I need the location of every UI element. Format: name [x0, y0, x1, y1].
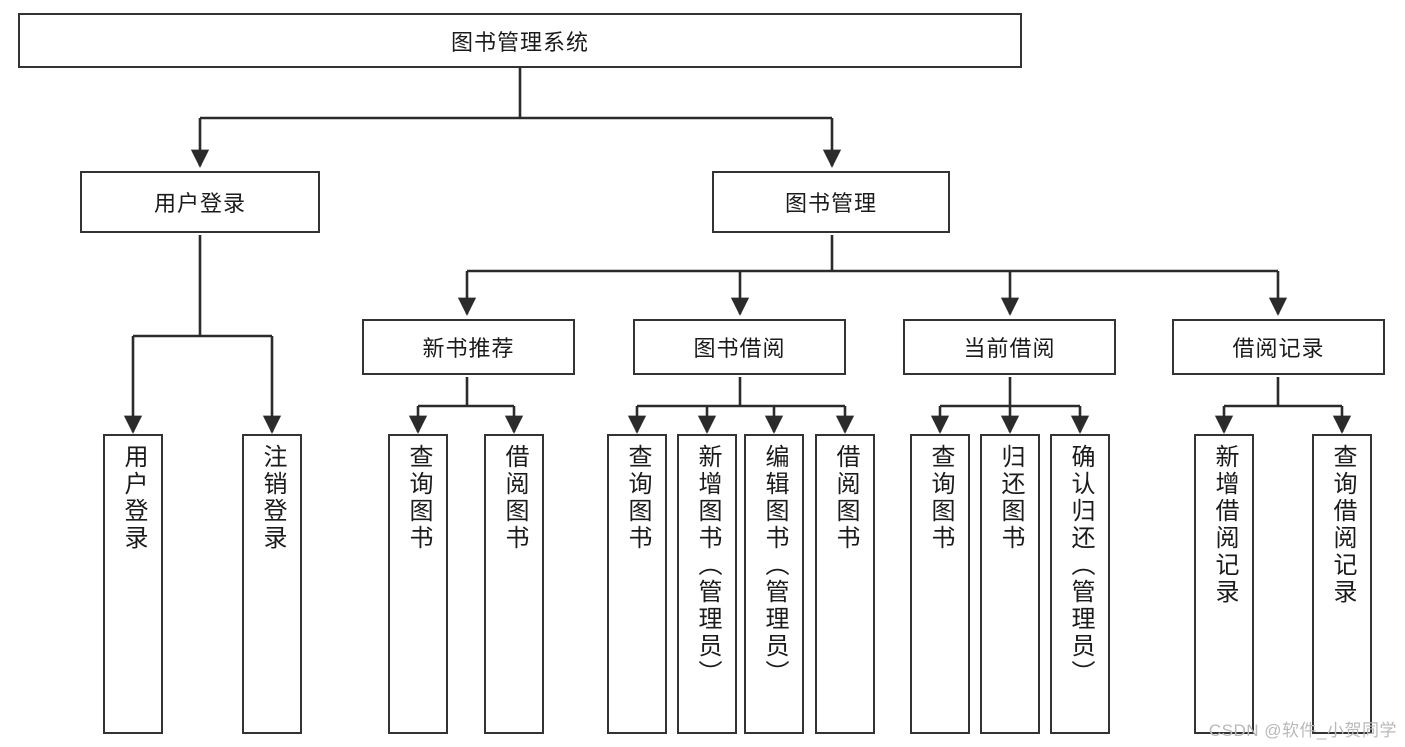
node-label: 新增图书（管理员） — [694, 444, 721, 687]
node-label: 当前借阅 — [963, 336, 1056, 361]
leaf-add-book-admin[interactable]: 新增图书（管理员） — [677, 434, 737, 734]
node-label: 借阅图书 — [501, 444, 528, 552]
node-label: 新书推荐 — [422, 336, 515, 361]
leaf-logout[interactable]: 注销登录 — [242, 434, 302, 734]
node-label: 图书管理系统 — [450, 29, 589, 55]
node-root-book-management-system[interactable]: 图书管理系统 — [18, 13, 1022, 68]
node-label: 借阅图书 — [832, 444, 859, 552]
node-label: 确认归还（管理员） — [1067, 444, 1094, 687]
node-label: 查询图书 — [405, 444, 432, 552]
leaf-query-books-recommendation[interactable]: 查询图书 — [388, 434, 448, 734]
node-user-login[interactable]: 用户登录 — [80, 171, 320, 233]
leaf-query-books-current[interactable]: 查询图书 — [910, 434, 970, 734]
leaf-borrow-books-recommendation[interactable]: 借阅图书 — [484, 434, 544, 734]
node-label: 用户登录 — [153, 191, 246, 216]
node-current-borrowing[interactable]: 当前借阅 — [903, 319, 1116, 375]
leaf-borrow-books-borrowing[interactable]: 借阅图书 — [815, 434, 875, 734]
node-label: 查询图书 — [927, 444, 954, 552]
node-borrowing-records[interactable]: 借阅记录 — [1172, 319, 1385, 375]
node-label: 新增借阅记录 — [1211, 444, 1238, 606]
node-label: 用户登录 — [120, 444, 147, 552]
node-label: 图书借阅 — [693, 336, 786, 361]
leaf-edit-book-admin[interactable]: 编辑图书（管理员） — [744, 434, 804, 734]
leaf-user-login[interactable]: 用户登录 — [103, 434, 163, 734]
node-label: 查询图书 — [624, 444, 651, 552]
node-label: 图书管理 — [784, 191, 877, 216]
leaf-add-borrowing-record[interactable]: 新增借阅记录 — [1194, 434, 1254, 734]
node-label: 查询借阅记录 — [1329, 444, 1356, 606]
node-book-borrowing[interactable]: 图书借阅 — [633, 319, 846, 375]
csdn-watermark: CSDN @软件_小贺同学 — [1208, 721, 1397, 740]
node-label: 归还图书 — [997, 444, 1024, 552]
node-label: 借阅记录 — [1232, 336, 1325, 361]
leaf-return-books[interactable]: 归还图书 — [980, 434, 1040, 734]
leaf-confirm-return-admin[interactable]: 确认归还（管理员） — [1050, 434, 1110, 734]
node-new-book-recommendation[interactable]: 新书推荐 — [362, 319, 575, 375]
node-book-management[interactable]: 图书管理 — [712, 171, 950, 233]
leaf-query-books-borrowing[interactable]: 查询图书 — [607, 434, 667, 734]
node-label: 注销登录 — [259, 444, 286, 552]
leaf-query-borrowing-record[interactable]: 查询借阅记录 — [1312, 434, 1372, 734]
node-label: 编辑图书（管理员） — [761, 444, 788, 687]
